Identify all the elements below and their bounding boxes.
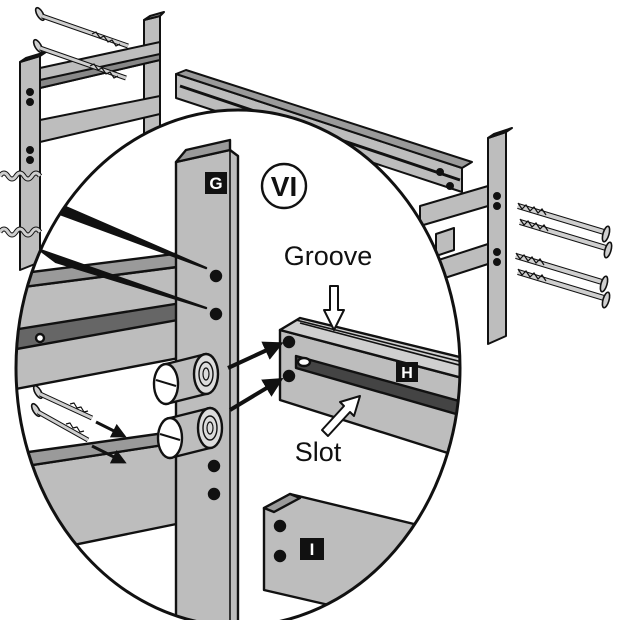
bolt-icon: [517, 268, 611, 309]
groove-callout: Groove: [284, 241, 373, 271]
label-i-text: I: [310, 540, 315, 559]
slot-pointer: [321, 395, 361, 437]
label-g-text: G: [209, 174, 222, 193]
bolt-icon: [519, 218, 613, 259]
bolt-icon: [515, 252, 609, 293]
arrow-icon: [228, 377, 284, 412]
label-i: I: [300, 538, 324, 560]
magnifier-outline: [14, 108, 462, 620]
overview-bolts-right: [515, 202, 613, 309]
bolt-icon: [30, 402, 90, 443]
arrow-icon: [95, 420, 127, 438]
overview-bolts-edge: [0, 170, 43, 238]
dowel-lower: [156, 406, 224, 460]
bolt-icon: [32, 384, 94, 421]
overview-bolts-left: [32, 6, 129, 81]
right-post: [487, 131, 507, 345]
label-h: H: [396, 362, 418, 382]
label-g: G: [205, 172, 227, 194]
arrow-icon: [38, 248, 208, 310]
step-numeral: VI: [271, 171, 297, 202]
slot-callout: Slot: [295, 437, 342, 467]
groove-pointer: [323, 285, 345, 331]
dowel-upper: [152, 352, 220, 406]
magnified-bolts: [30, 384, 127, 464]
arrow-icon: [91, 444, 127, 464]
bolt-icon: [34, 6, 129, 49]
bolt-icon: [517, 202, 611, 243]
label-h-text: H: [401, 365, 413, 382]
arrow-icon: [227, 341, 284, 370]
step-badge: VI: [260, 162, 308, 210]
bolt-icon: [32, 38, 127, 81]
